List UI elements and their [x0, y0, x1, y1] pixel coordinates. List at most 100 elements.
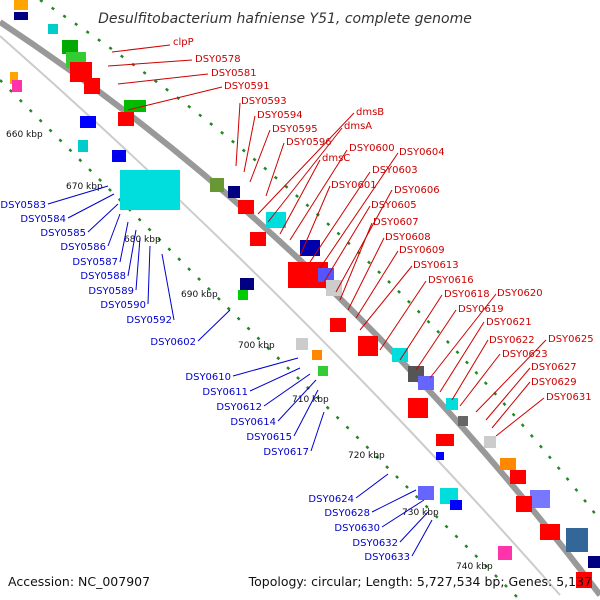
- kbp-label: 690 kbp: [181, 290, 218, 300]
- gene-label: DSY0586: [60, 213, 121, 253]
- gene-name: DSY0583: [0, 200, 46, 211]
- gene-block: [296, 338, 308, 350]
- gene-label: DSY0624: [308, 473, 389, 505]
- gene-block: [530, 490, 550, 508]
- gene-label: DSY0605: [323, 200, 417, 283]
- leader-line: [107, 59, 193, 67]
- gene-label: DSY0619: [415, 304, 504, 371]
- gene-name: DSY0615: [246, 432, 292, 443]
- gene-label: DSY0592: [126, 253, 175, 326]
- leader-line: [319, 152, 399, 269]
- leader-line: [277, 379, 317, 422]
- gene-name: DSY0620: [497, 288, 543, 299]
- gene-label: dmsB: [257, 107, 384, 215]
- gene-label: DSY0603: [309, 165, 418, 263]
- gene-label: DSY0578: [107, 54, 241, 67]
- gene-block: [124, 100, 146, 112]
- leader-line: [87, 203, 119, 233]
- gene-label: DSY0613: [359, 260, 459, 331]
- leader-line: [491, 381, 531, 429]
- gene-label: DSY0623: [459, 349, 548, 407]
- gene-label: DSY0614: [230, 379, 317, 428]
- gene-label: DSY0588: [80, 229, 137, 282]
- gene-label: DSY0630: [334, 499, 425, 534]
- gene-label: DSY0584: [20, 193, 115, 225]
- leader-line: [127, 229, 137, 277]
- leader-line: [399, 511, 429, 543]
- gene-name: DSY0612: [216, 402, 262, 413]
- gene-name: DSY0621: [486, 317, 532, 328]
- gene-block: [510, 470, 526, 484]
- leader-line: [399, 294, 443, 361]
- leader-line: [355, 250, 399, 319]
- forward-gene-labels: clpPDSY0578DSY0581DSY0591DSY0593DSY0594D…: [107, 37, 594, 437]
- leader-line: [265, 142, 285, 197]
- leader-line: [263, 373, 311, 407]
- gene-name: DSY0605: [371, 200, 417, 211]
- gene-label: DSY0629: [491, 377, 577, 429]
- gene-label: dmsA: [267, 121, 372, 223]
- gene-label: DSY0608: [347, 232, 431, 311]
- gene-name: DSY0593: [241, 96, 287, 107]
- feature-blocks: [10, 0, 600, 588]
- gene-name: DSY0613: [413, 260, 459, 271]
- gene-label: DSY0604: [319, 147, 445, 269]
- gene-label: DSY0602: [150, 309, 231, 348]
- leader-line: [323, 205, 371, 283]
- kbp-label: 710 kbp: [292, 395, 329, 405]
- gene-block: [70, 62, 92, 82]
- gene-block: [330, 318, 346, 332]
- gene-name: DSY0585: [40, 228, 86, 239]
- leader-line: [379, 280, 427, 351]
- gene-label: DSY0632: [352, 511, 429, 549]
- gene-block: [240, 278, 254, 290]
- gene-block: [540, 524, 560, 540]
- gene-label: DSY0600: [289, 143, 395, 241]
- gene-name: DSY0611: [202, 387, 248, 398]
- gene-label: DSY0591: [127, 81, 270, 111]
- kbp-label: 720 kbp: [348, 451, 385, 461]
- leader-line: [339, 222, 373, 301]
- gene-name: DSY0604: [399, 147, 445, 158]
- gene-block: [210, 178, 224, 192]
- gene-label: DSY0596: [265, 137, 332, 197]
- backbone-inner: [0, 35, 561, 596]
- leader-line: [147, 245, 151, 305]
- gene-block: [418, 376, 434, 390]
- gene-label: DSY0622: [451, 335, 535, 401]
- gene-label: DSY0585: [40, 203, 119, 239]
- gene-name: DSY0592: [126, 315, 172, 326]
- gene-name: DSY0616: [428, 275, 474, 286]
- gene-name: DSY0586: [60, 242, 106, 253]
- leader-line: [429, 293, 497, 379]
- gene-name: DSY0578: [195, 54, 241, 65]
- leader-line: [309, 171, 371, 263]
- gene-block: [418, 486, 434, 500]
- leader-line: [257, 112, 355, 215]
- kbp-label: 660 kbp: [6, 130, 43, 140]
- kbp-label: 670 kbp: [66, 182, 103, 192]
- gene-block: [498, 546, 512, 560]
- gene-label: DSY0620: [429, 288, 543, 379]
- gene-name: DSY0594: [257, 110, 303, 121]
- gene-name: DSY0629: [531, 377, 577, 388]
- leader-line: [161, 253, 175, 321]
- gene-name: DSY0587: [72, 257, 118, 268]
- leader-line: [127, 86, 223, 111]
- gene-label: DSY0628: [324, 489, 417, 519]
- gene-block: [84, 78, 100, 94]
- gene-block: [500, 458, 516, 470]
- leader-line: [279, 159, 321, 235]
- gene-block: [318, 366, 328, 376]
- leader-line: [415, 309, 457, 371]
- map-title: Desulfitobacterium hafniense Y51, comple…: [98, 11, 472, 27]
- gene-block: [228, 186, 240, 198]
- gene-name: DSY0618: [444, 289, 490, 300]
- tick-track-outer: [39, 0, 600, 521]
- gene-block: [458, 416, 468, 426]
- gene-name: DSY0591: [224, 81, 270, 92]
- gene-label: DSY0581: [117, 68, 257, 85]
- kbp-label: 700 kbp: [238, 341, 275, 351]
- gene-label: DSY0583: [0, 185, 109, 211]
